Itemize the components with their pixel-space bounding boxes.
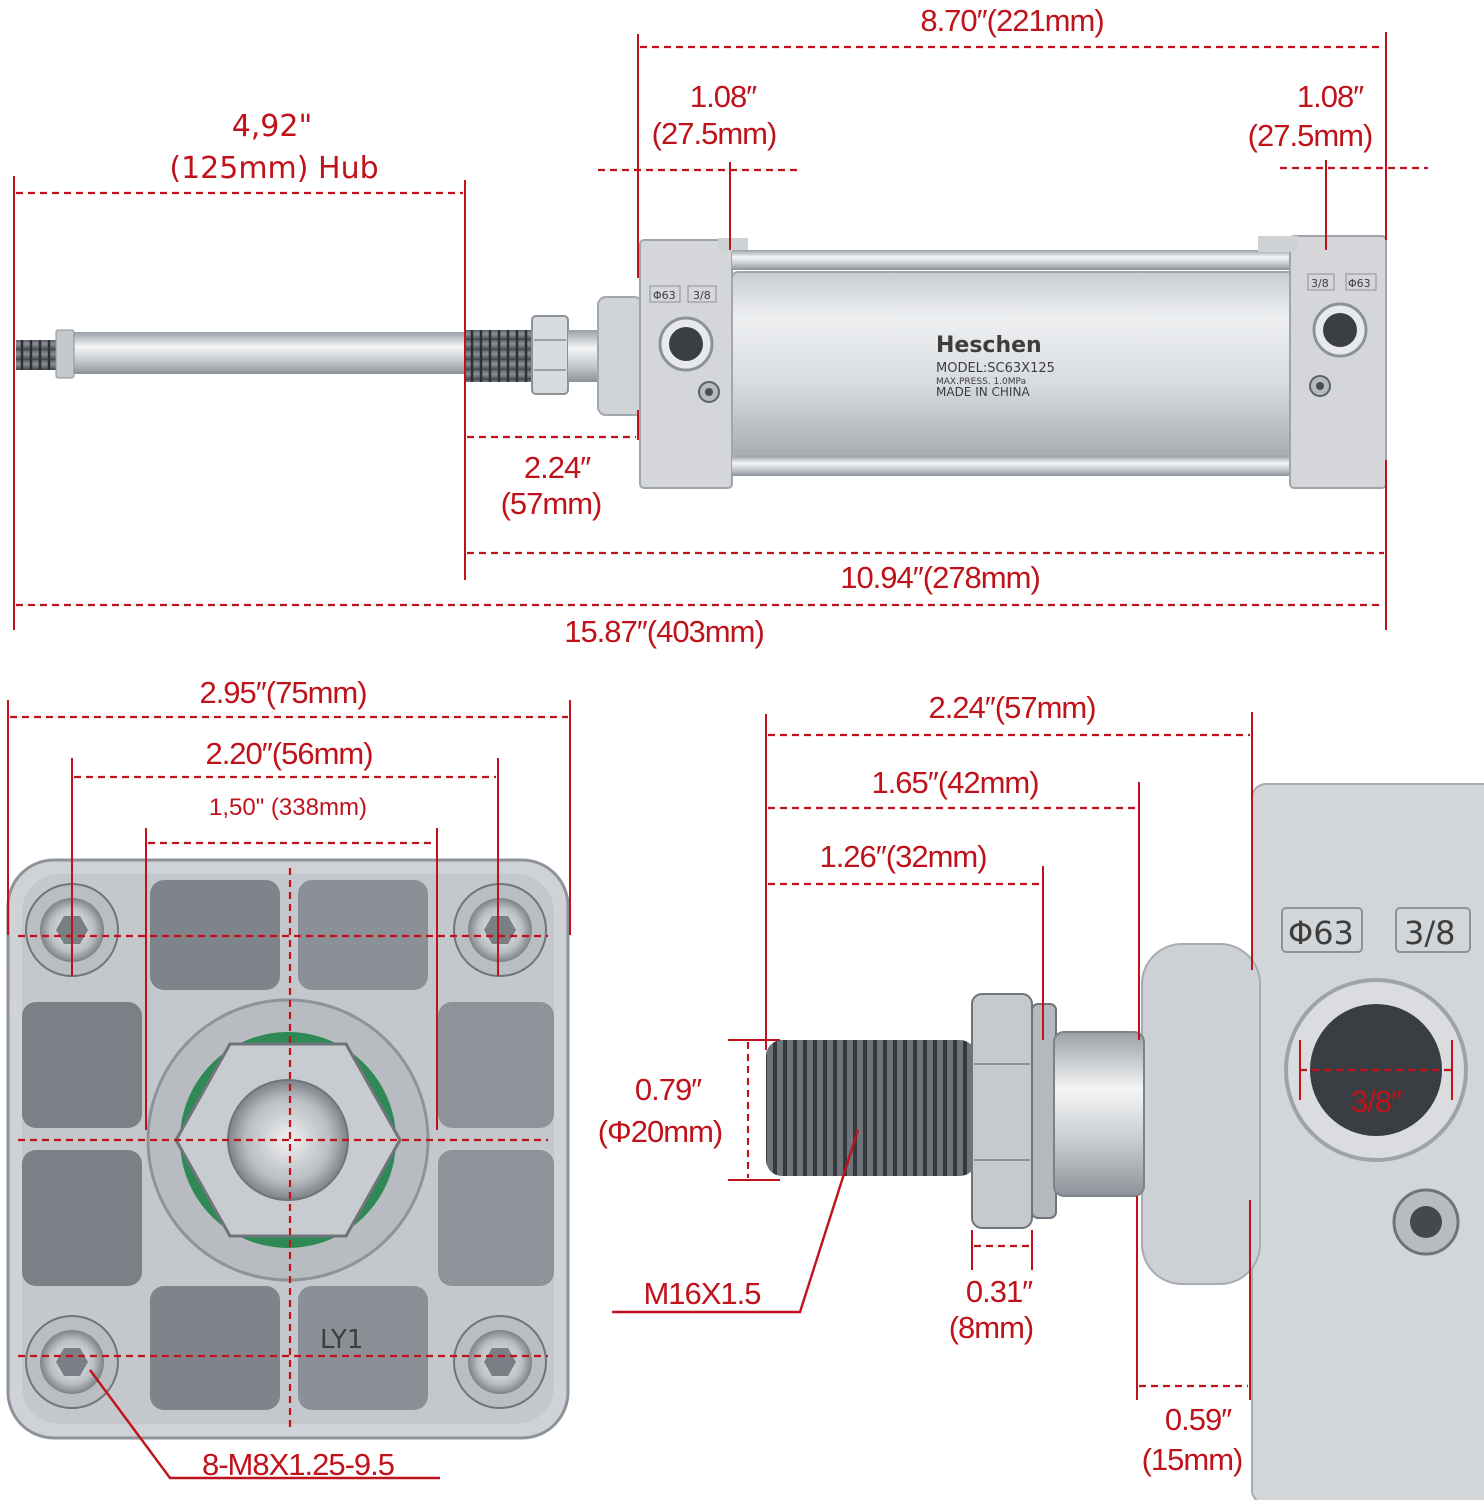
stroke-dim-line2: (125mm) Hub [169,151,378,186]
mounting-bolt-bottom-left-icon [25,1315,119,1409]
end-cap-front-view: LY1 [6,858,570,1440]
detail-cap-dim-label: 2.24″(57mm) [928,690,1095,725]
brand-label: Heschen [936,333,1042,358]
port-size-label: 3/8″ [1351,1084,1402,1119]
boss-length-line1: 0.59″ [1165,1402,1232,1437]
rod-extension-dim-line1: 2.24″ [524,450,591,485]
rod-diameter-line2: (Φ20mm) [598,1114,723,1149]
cylinder-side-view: Φ63 3/8 3/8 Φ63 Heschen MODEL:SC63X125 M… [16,235,1387,489]
mounting-bolt-bottom-right-icon [453,1315,547,1409]
piston-rod [70,332,465,374]
detail-shoulder-dim-label: 1.65″(42mm) [871,765,1038,800]
boss-length-line2: (15mm) [1142,1442,1243,1477]
tie-rod-bottom [732,456,1294,476]
rod-extension-dim-line2: (57mm) [501,486,602,521]
detail-front-boss [1141,943,1261,1285]
detail-rod-shoulder [1053,1031,1145,1197]
origin-label: MADE IN CHINA [936,385,1030,399]
rod-collar [568,330,602,382]
end-cap-width-label: 2.95″(75mm) [199,675,366,710]
rod-end-nut [55,329,75,379]
right-cap-dim-line1: 1.08″ [1297,79,1364,114]
mounting-bolt-top-right-icon [453,883,547,977]
front-cap-bore-mark: Φ63 [653,289,676,302]
rod-diameter-line1: 0.79″ [635,1072,702,1107]
left-cap-dim-line1: 1.08″ [690,79,757,114]
inner-spacing-label: 1,50" (338mm) [209,794,367,821]
detail-rod-thread [766,1040,976,1176]
model-label: MODEL:SC63X125 [936,361,1055,376]
front-view-dimensions: 2.95″(75mm) 2.20″(56mm) 1,50" (338mm) 8-… [7,675,571,1482]
rear-cap-port-mark: 3/8 [1311,277,1329,290]
front-cap-port-mark: 3/8 [693,289,711,302]
detail-thread-length-label: 1.26″(32mm) [819,839,986,874]
rod-nut [531,315,569,395]
rod-detail-dimensions: 2.24″(57mm) 1.65″(42mm) 1.26″(32mm) 0.79… [598,690,1453,1477]
rear-cap-bore-mark: Φ63 [1348,277,1371,290]
thread-note-label: 8-M8X1.25-9.5 [202,1447,394,1482]
pressure-label: MAX.PRESS. 1.0MPa [936,377,1026,387]
stroke-dim-line1: 4,92" [232,109,313,144]
nut-width-line1: 0.31″ [966,1274,1033,1309]
bolt-spacing-label: 2.20″(56mm) [205,736,372,771]
nut-width-line2: (8mm) [949,1310,1034,1345]
rod-thread [465,330,533,382]
rod-end-thread [16,340,58,370]
detail-bore-mark: Φ63 [1288,914,1354,952]
top-view-dimensions: 8.70″(221mm) 1.08″ (27.5mm) 1.08″ (27.5m… [13,3,1428,649]
extended-length-label: 15.87″(403mm) [564,614,764,649]
rear-end-cap [1289,235,1387,489]
detail-port-mark: 3/8 [1404,914,1456,952]
cast-mark-label: LY1 [320,1325,363,1355]
rod-detail-view: Φ63 3/8 [766,783,1484,1500]
detail-nut [971,993,1033,1229]
front-boss [597,296,643,416]
retracted-length-label: 10.94″(278mm) [840,560,1040,595]
left-cap-dim-line2: (27.5mm) [652,116,777,151]
thread-spec-label: M16X1.5 [643,1276,760,1311]
tie-rod-top [732,250,1294,270]
right-cap-dim-line2: (27.5mm) [1248,118,1373,153]
overall-cylinder-length-label: 8.70″(221mm) [920,3,1103,38]
